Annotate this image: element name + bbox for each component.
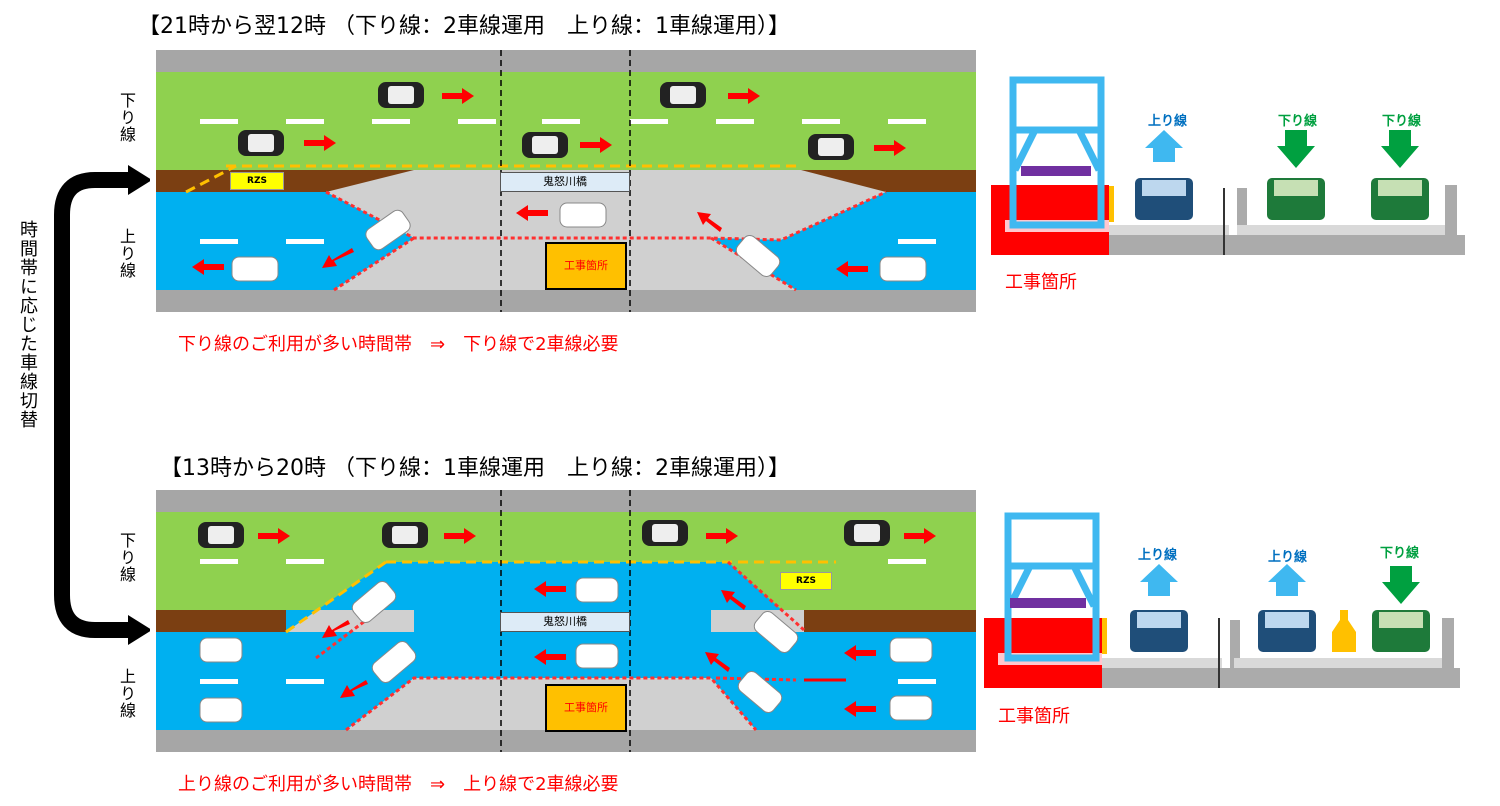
bottom-title: 【13時から20時 （下り線：1車線運用 上り線：2車線運用）】: [160, 456, 790, 481]
top-sec-label-3: 下り線: [1382, 114, 1422, 129]
top-work-box: 工事箇所: [545, 242, 627, 290]
top-up-cars: [231, 202, 927, 282]
bottom-note: 上り線のご利用が多い時間帯 ⇒ 上り線で2車線必要: [178, 774, 619, 795]
top-note: 下り線のご利用が多い時間帯 ⇒ 下り線で2車線必要: [178, 334, 619, 355]
top-sec-label-2: 下り線: [1278, 114, 1318, 129]
bottom-cross-section: [984, 512, 1460, 688]
top-down-cars: [238, 82, 854, 160]
bottom-rzs-sign: RZS: [780, 572, 832, 590]
top-bridge-label: 鬼怒川橋: [500, 172, 630, 192]
top-label-up: 上り線: [117, 228, 136, 279]
side-label: 時間帯に応じた車線切替: [17, 218, 38, 431]
bottom-sec-work-label: 工事箇所: [998, 706, 1070, 727]
bottom-sec-label-2: 上り線: [1268, 550, 1308, 565]
top-rzs-sign: RZS: [230, 172, 284, 190]
top-title: 【21時から翌12時 （下り線：2車線運用 上り線：1車線運用）】: [138, 14, 790, 39]
top-label-down: 下り線: [117, 92, 136, 143]
top-sec-work-label: 工事箇所: [1005, 272, 1077, 293]
switch-arrow: [54, 165, 150, 645]
bottom-work-box: 工事箇所: [545, 684, 627, 732]
top-road-plan: [156, 50, 976, 312]
top-sec-label-1: 上り線: [1148, 114, 1188, 129]
top-cross-section: [991, 76, 1465, 255]
bottom-bridge-label: 鬼怒川橋: [500, 612, 630, 632]
bottom-label-down: 下り線: [117, 532, 136, 583]
bottom-sec-label-1: 上り線: [1138, 548, 1178, 563]
bottom-label-up: 上り線: [117, 668, 136, 719]
bottom-sec-label-3: 下り線: [1380, 546, 1420, 561]
